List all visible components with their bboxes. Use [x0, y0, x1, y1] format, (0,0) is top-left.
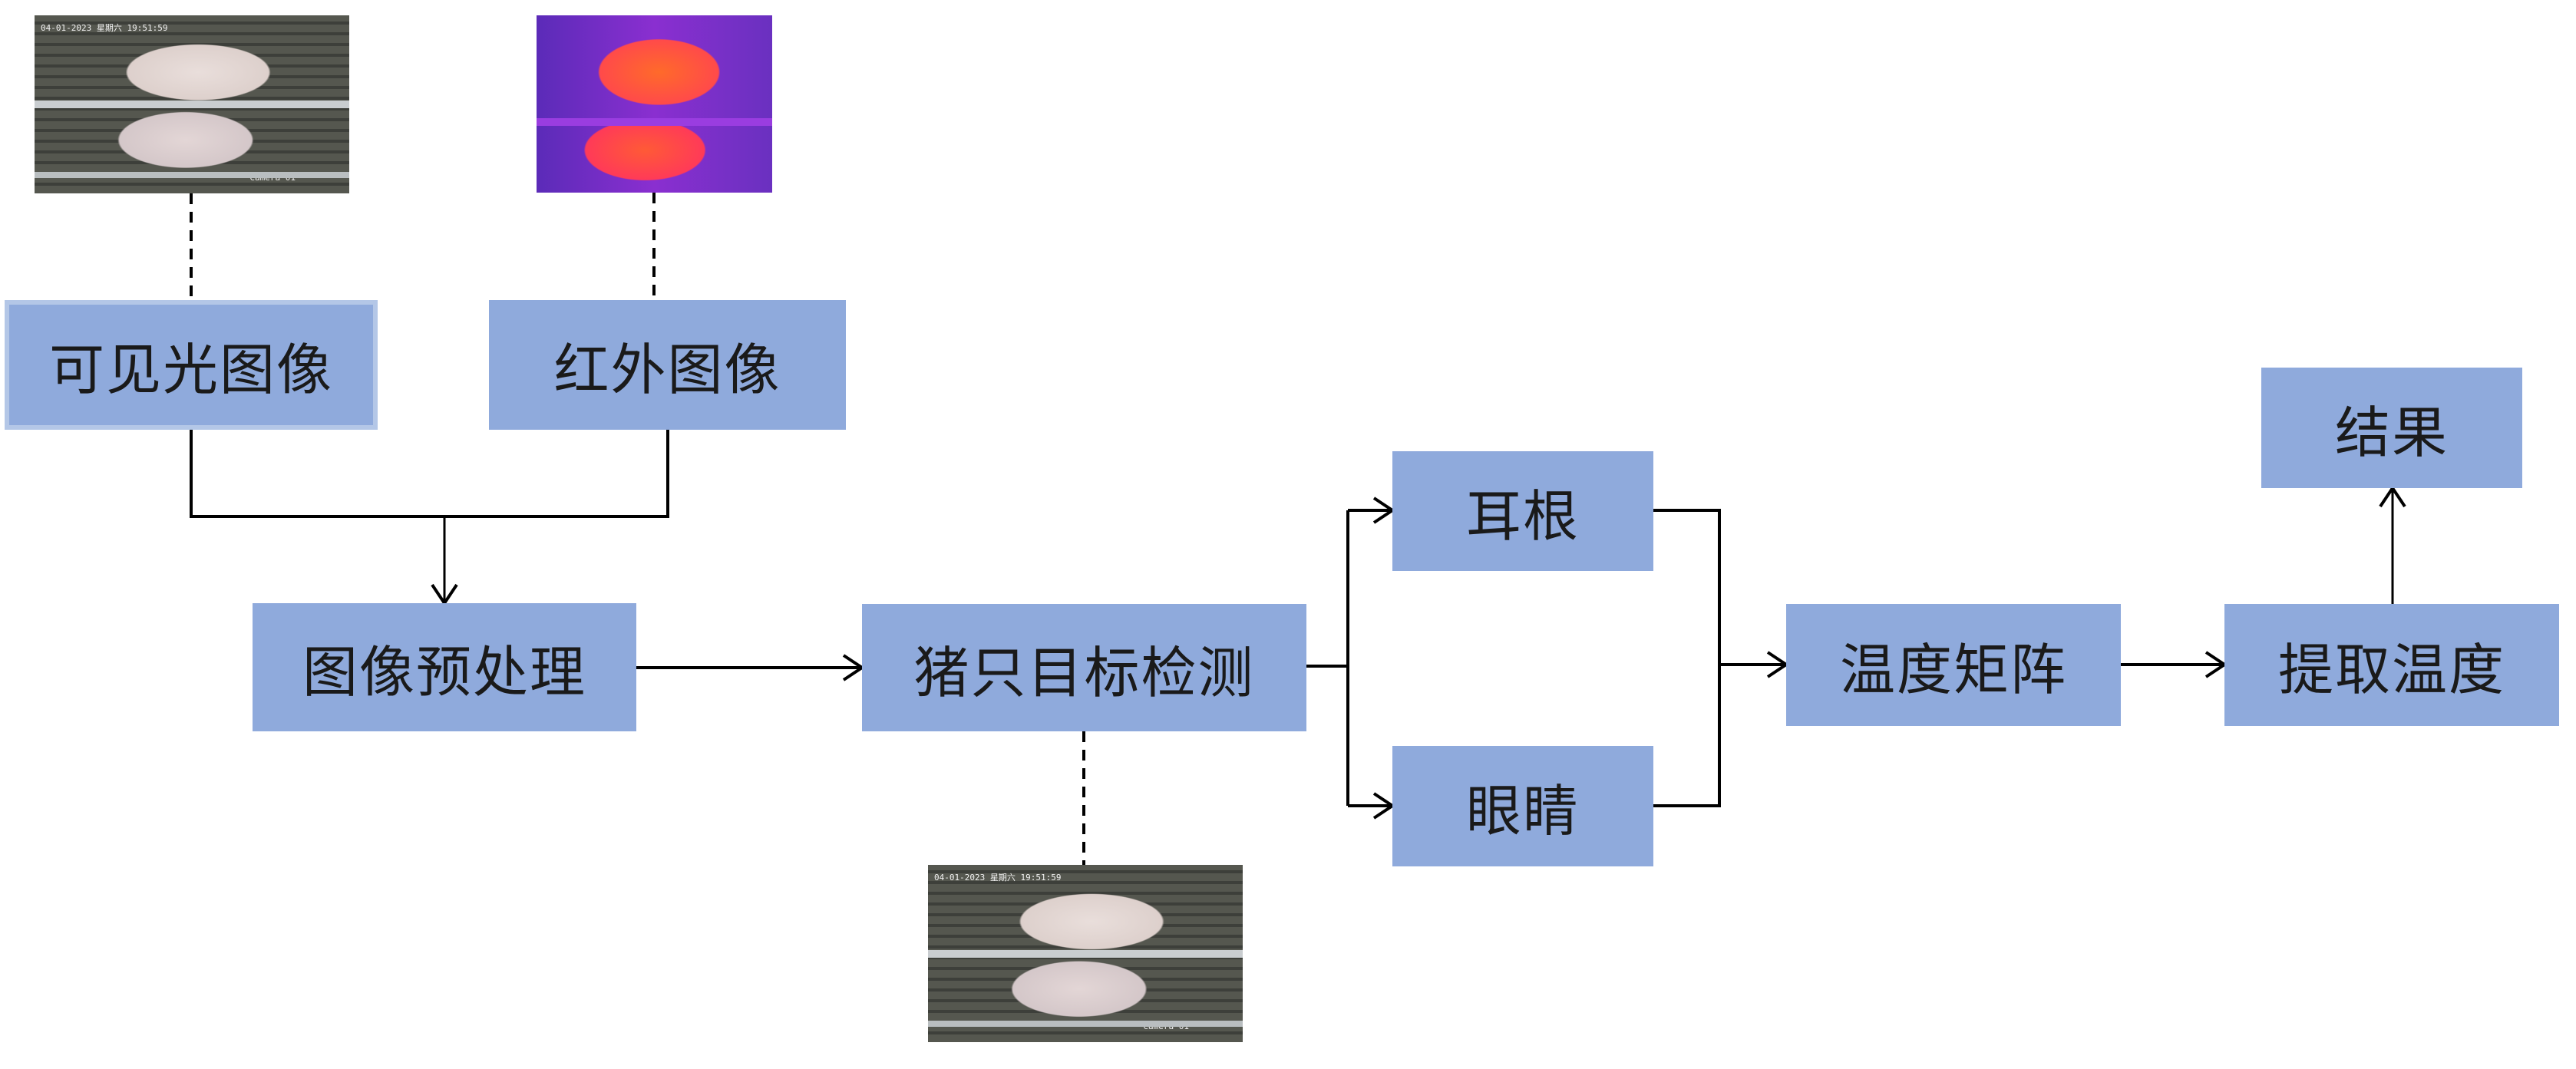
- node-extract-temperature: 提取温度: [2224, 604, 2559, 726]
- node-ear-root: 耳根: [1392, 451, 1653, 571]
- node-label: 猪只目标检测: [913, 640, 1255, 705]
- node-label: 提取温度: [2277, 638, 2505, 702]
- node-result: 结果: [2261, 368, 2522, 488]
- node-temperature-matrix: 温度矩阵: [1786, 604, 2121, 726]
- node-label: 耳根: [1465, 483, 1580, 549]
- link-visible-to-merge: [190, 430, 669, 518]
- visible-light-photo: 04-01-2023 星期六 19:51:59 Camera 01: [35, 15, 349, 193]
- node-label: 图像预处理: [302, 640, 586, 704]
- node-visible-image: 可见光图像: [5, 300, 378, 430]
- node-label: 红外图像: [553, 338, 781, 402]
- node-infrared-image: 红外图像: [489, 300, 846, 430]
- photo-timestamp: 04-01-2023 星期六 19:51:59: [934, 873, 1062, 883]
- node-label: 温度矩阵: [1839, 638, 2067, 702]
- node-eyes: 眼睛: [1392, 746, 1653, 866]
- photo-timestamp: 04-01-2023 星期六 19:51:59: [41, 23, 168, 33]
- node-pig-detection: 猪只目标检测: [862, 604, 1306, 731]
- node-preprocessing: 图像预处理: [253, 603, 636, 731]
- link-ear-root-merge: [1653, 509, 1721, 807]
- node-label: 结果: [2334, 401, 2449, 465]
- infrared-photo: [537, 15, 772, 193]
- node-label: 可见光图像: [48, 338, 333, 402]
- detection-photo: 04-01-2023 星期六 19:51:59 Camera 01: [928, 865, 1243, 1042]
- node-label: 眼睛: [1465, 779, 1580, 843]
